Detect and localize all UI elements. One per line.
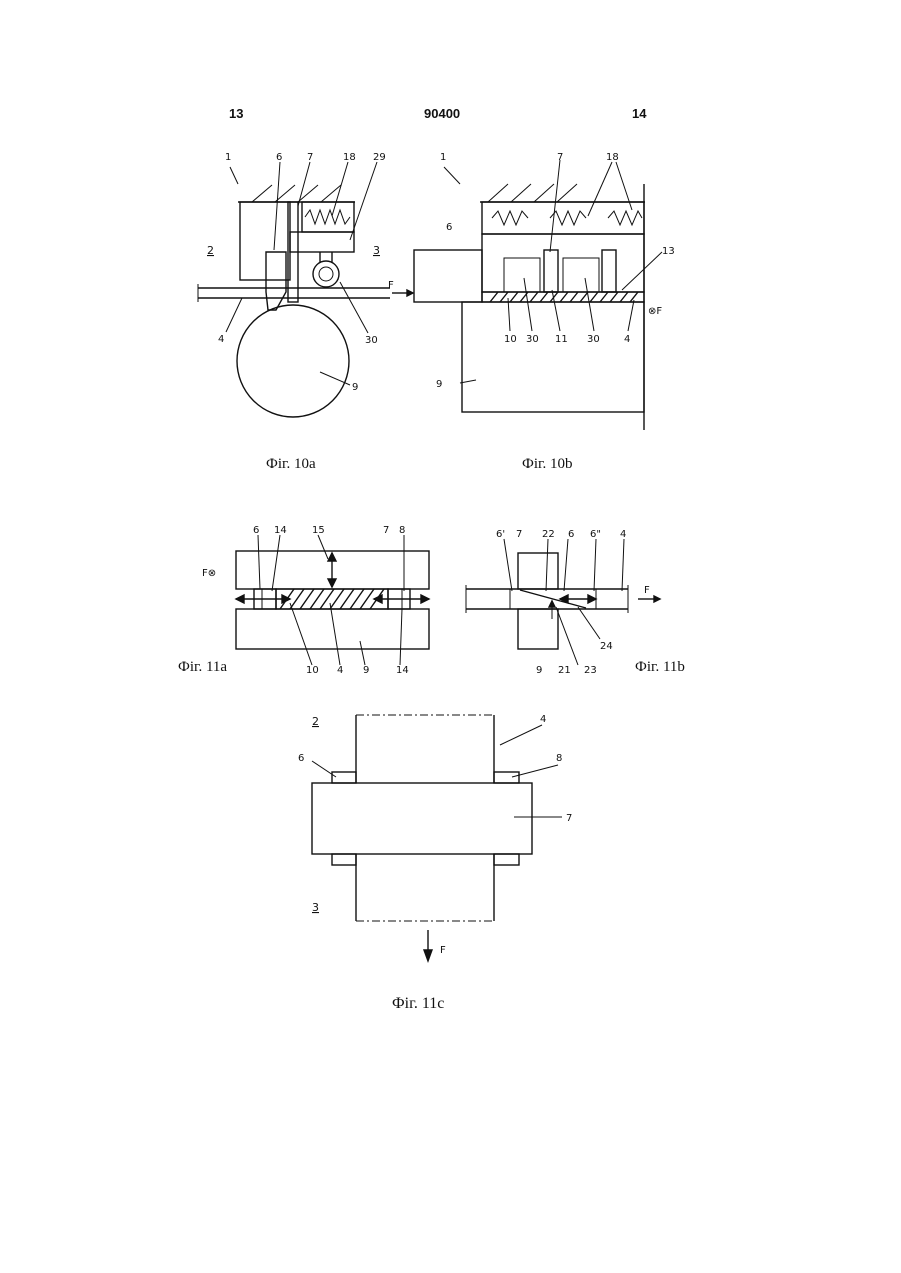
label-1: 1 [225, 152, 231, 163]
label-2: 2 [312, 715, 319, 728]
label-3: 3 [312, 901, 319, 914]
label-1: 1 [440, 152, 446, 163]
label-11: 11 [555, 334, 568, 345]
label-7: 7 [516, 529, 522, 540]
label-F: F [644, 585, 650, 596]
label-6: 6 [568, 529, 574, 540]
label-4: 4 [337, 665, 343, 676]
label-6: 6 [446, 222, 452, 233]
figure-11a: 6 14 15 7 8 F⊗ 10 4 9 14 [190, 515, 450, 685]
label-9: 9 [436, 379, 442, 390]
label-8: 8 [556, 753, 562, 764]
label-7: 7 [307, 152, 313, 163]
label-F: ⊗F [648, 306, 662, 317]
label-7: 7 [557, 152, 563, 163]
label-4: 4 [624, 334, 630, 345]
label-15: 15 [312, 525, 325, 536]
label-4: 4 [218, 334, 224, 345]
label-6: 6 [298, 753, 304, 764]
label-13: 13 [662, 246, 675, 257]
figure-10a: 1 6 7 18 29 2 3 F 4 30 9 [180, 140, 420, 430]
label-18: 18 [606, 152, 619, 163]
label-29: 29 [373, 152, 386, 163]
label-F: F [388, 280, 394, 291]
figure-10b: 1 7 18 6 13 ⊗F 10 30 11 30 4 9 [410, 140, 680, 440]
label-6-prime: 6' [496, 529, 505, 540]
label-6: 6 [276, 152, 282, 163]
label-4: 4 [620, 529, 626, 540]
label-3: 3 [373, 244, 380, 257]
label-22: 22 [542, 529, 555, 540]
caption-fig-11c: Фіг. 11с [392, 995, 444, 1013]
page-number-right: 14 [632, 106, 646, 121]
label-30-right: 30 [587, 334, 600, 345]
label-6-double-prime: 6" [590, 529, 601, 540]
patent-number: 90400 [424, 106, 460, 121]
figure-11c: 2 4 6 8 7 3 F [280, 705, 610, 975]
label-7: 7 [566, 813, 572, 824]
label-14-top: 14 [274, 525, 287, 536]
label-10: 10 [306, 665, 319, 676]
label-18: 18 [343, 152, 356, 163]
label-F: F [440, 945, 446, 956]
label-2: 2 [207, 244, 214, 257]
label-10: 10 [504, 334, 517, 345]
label-23: 23 [584, 665, 597, 676]
caption-fig-10a: Фіг. 10а [266, 456, 316, 473]
label-F: F⊗ [202, 568, 216, 579]
label-21: 21 [558, 665, 571, 676]
label-9: 9 [363, 665, 369, 676]
label-6: 6 [253, 525, 259, 536]
caption-fig-11b: Фіг. 11b [635, 659, 685, 676]
label-9: 9 [352, 382, 358, 393]
label-24: 24 [600, 641, 613, 652]
label-7: 7 [383, 525, 389, 536]
label-4: 4 [540, 714, 546, 725]
caption-fig-11a: Фіг. 11а [178, 659, 227, 676]
label-9: 9 [536, 665, 542, 676]
caption-fig-10b: Фіг. 10b [522, 456, 572, 473]
label-30-left: 30 [526, 334, 539, 345]
label-8: 8 [399, 525, 405, 536]
page-number-left: 13 [229, 106, 243, 121]
label-14-bottom: 14 [396, 665, 409, 676]
label-30: 30 [365, 335, 378, 346]
